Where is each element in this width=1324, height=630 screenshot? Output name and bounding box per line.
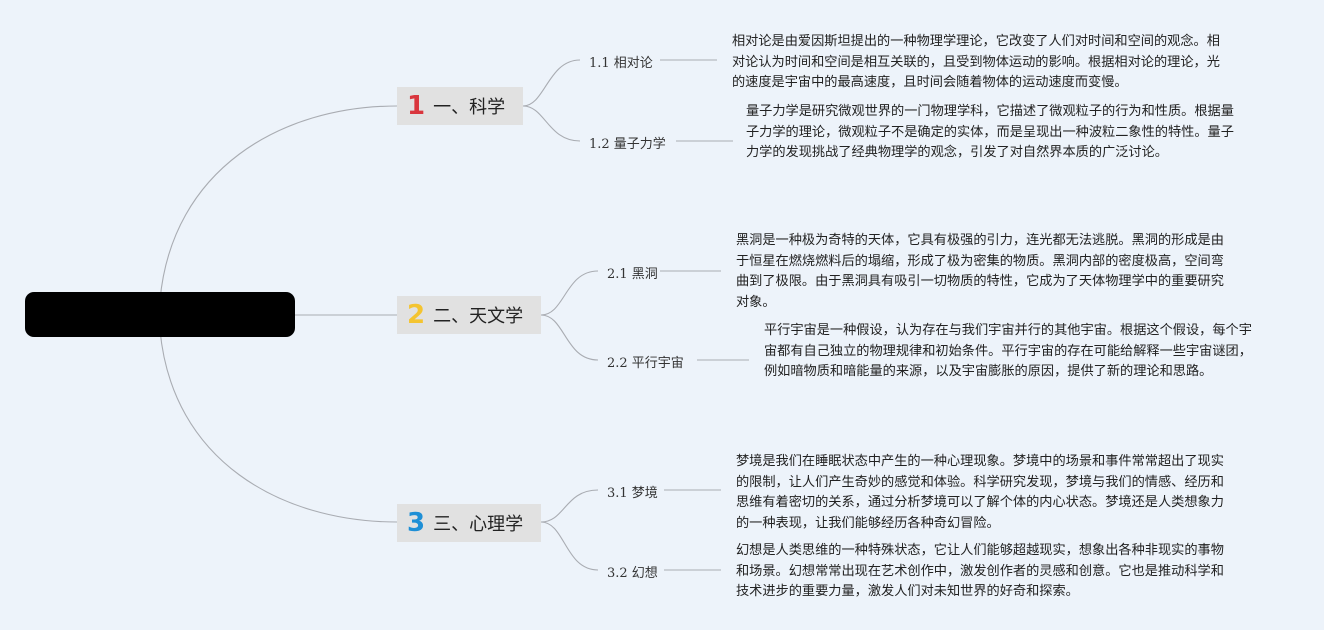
link-b2-c2 (540, 314, 749, 361)
description-relativity: 相对论是由爱因斯坦提出的一种物理学理论，它改变了人们对时间和空间的观念。相对论认… (732, 34, 1220, 90)
subtopic-dreams[interactable]: 3.1 梦境 (607, 486, 658, 501)
description-quantum-mechanics: 量子力学是研究微观世界的一门物理学科，它描述了微观粒子的行为和性质。根据量子力学… (746, 104, 1234, 160)
description-black-hole: 黑洞是一种极为奇特的天体，它具有极强的引力，连光都无法逃脱。黑洞的形成是由于恒星… (736, 233, 1224, 310)
number-3-icon: 3 (407, 508, 426, 538)
number-2-icon: 2 (407, 300, 426, 330)
link-b1-c2 (522, 105, 733, 142)
description-fantasy: 幻想是人类思维的一种特殊状态，它让人们能够超越现实，想象出各种非现实的事物和场景… (736, 543, 1224, 599)
central-topic[interactable] (25, 292, 295, 337)
branch-label: 二、天文学 (433, 306, 524, 327)
subtopic-relativity[interactable]: 1.1 相对论 (589, 56, 653, 71)
link-b2-c1 (540, 270, 721, 316)
subtopic-black-hole[interactable]: 2.1 黑洞 (607, 267, 658, 282)
subtopic-parallel-universe[interactable]: 2.2 平行宇宙 (607, 356, 684, 371)
description-parallel-universe: 平行宇宙是一种假设，认为存在与我们宇宙并行的其他宇宙。根据这个假设，每个宇宙都有… (764, 323, 1252, 379)
branch-astronomy[interactable]: 2 二、天文学 (397, 296, 541, 334)
description-dreams: 梦境是我们在睡眠状态中产生的一种心理现象。梦境中的场景和事件常常超出了现实的限制… (736, 454, 1224, 531)
link-b1-c1 (522, 59, 717, 107)
link-b3-c2 (540, 521, 721, 571)
link-root-branch-3 (159, 329, 398, 523)
number-1-icon: 1 (407, 91, 426, 121)
link-root-branch-1 (159, 105, 398, 301)
subtopic-fantasy[interactable]: 3.2 幻想 (607, 566, 658, 581)
branch-label: 三、心理学 (433, 514, 524, 535)
branch-label: 一、科学 (433, 97, 506, 118)
branch-psychology[interactable]: 3 三、心理学 (397, 504, 541, 542)
link-b3-c1 (540, 489, 721, 523)
subtopic-quantum-mechanics[interactable]: 1.2 量子力学 (589, 137, 666, 152)
branch-science[interactable]: 1 一、科学 (397, 87, 523, 125)
